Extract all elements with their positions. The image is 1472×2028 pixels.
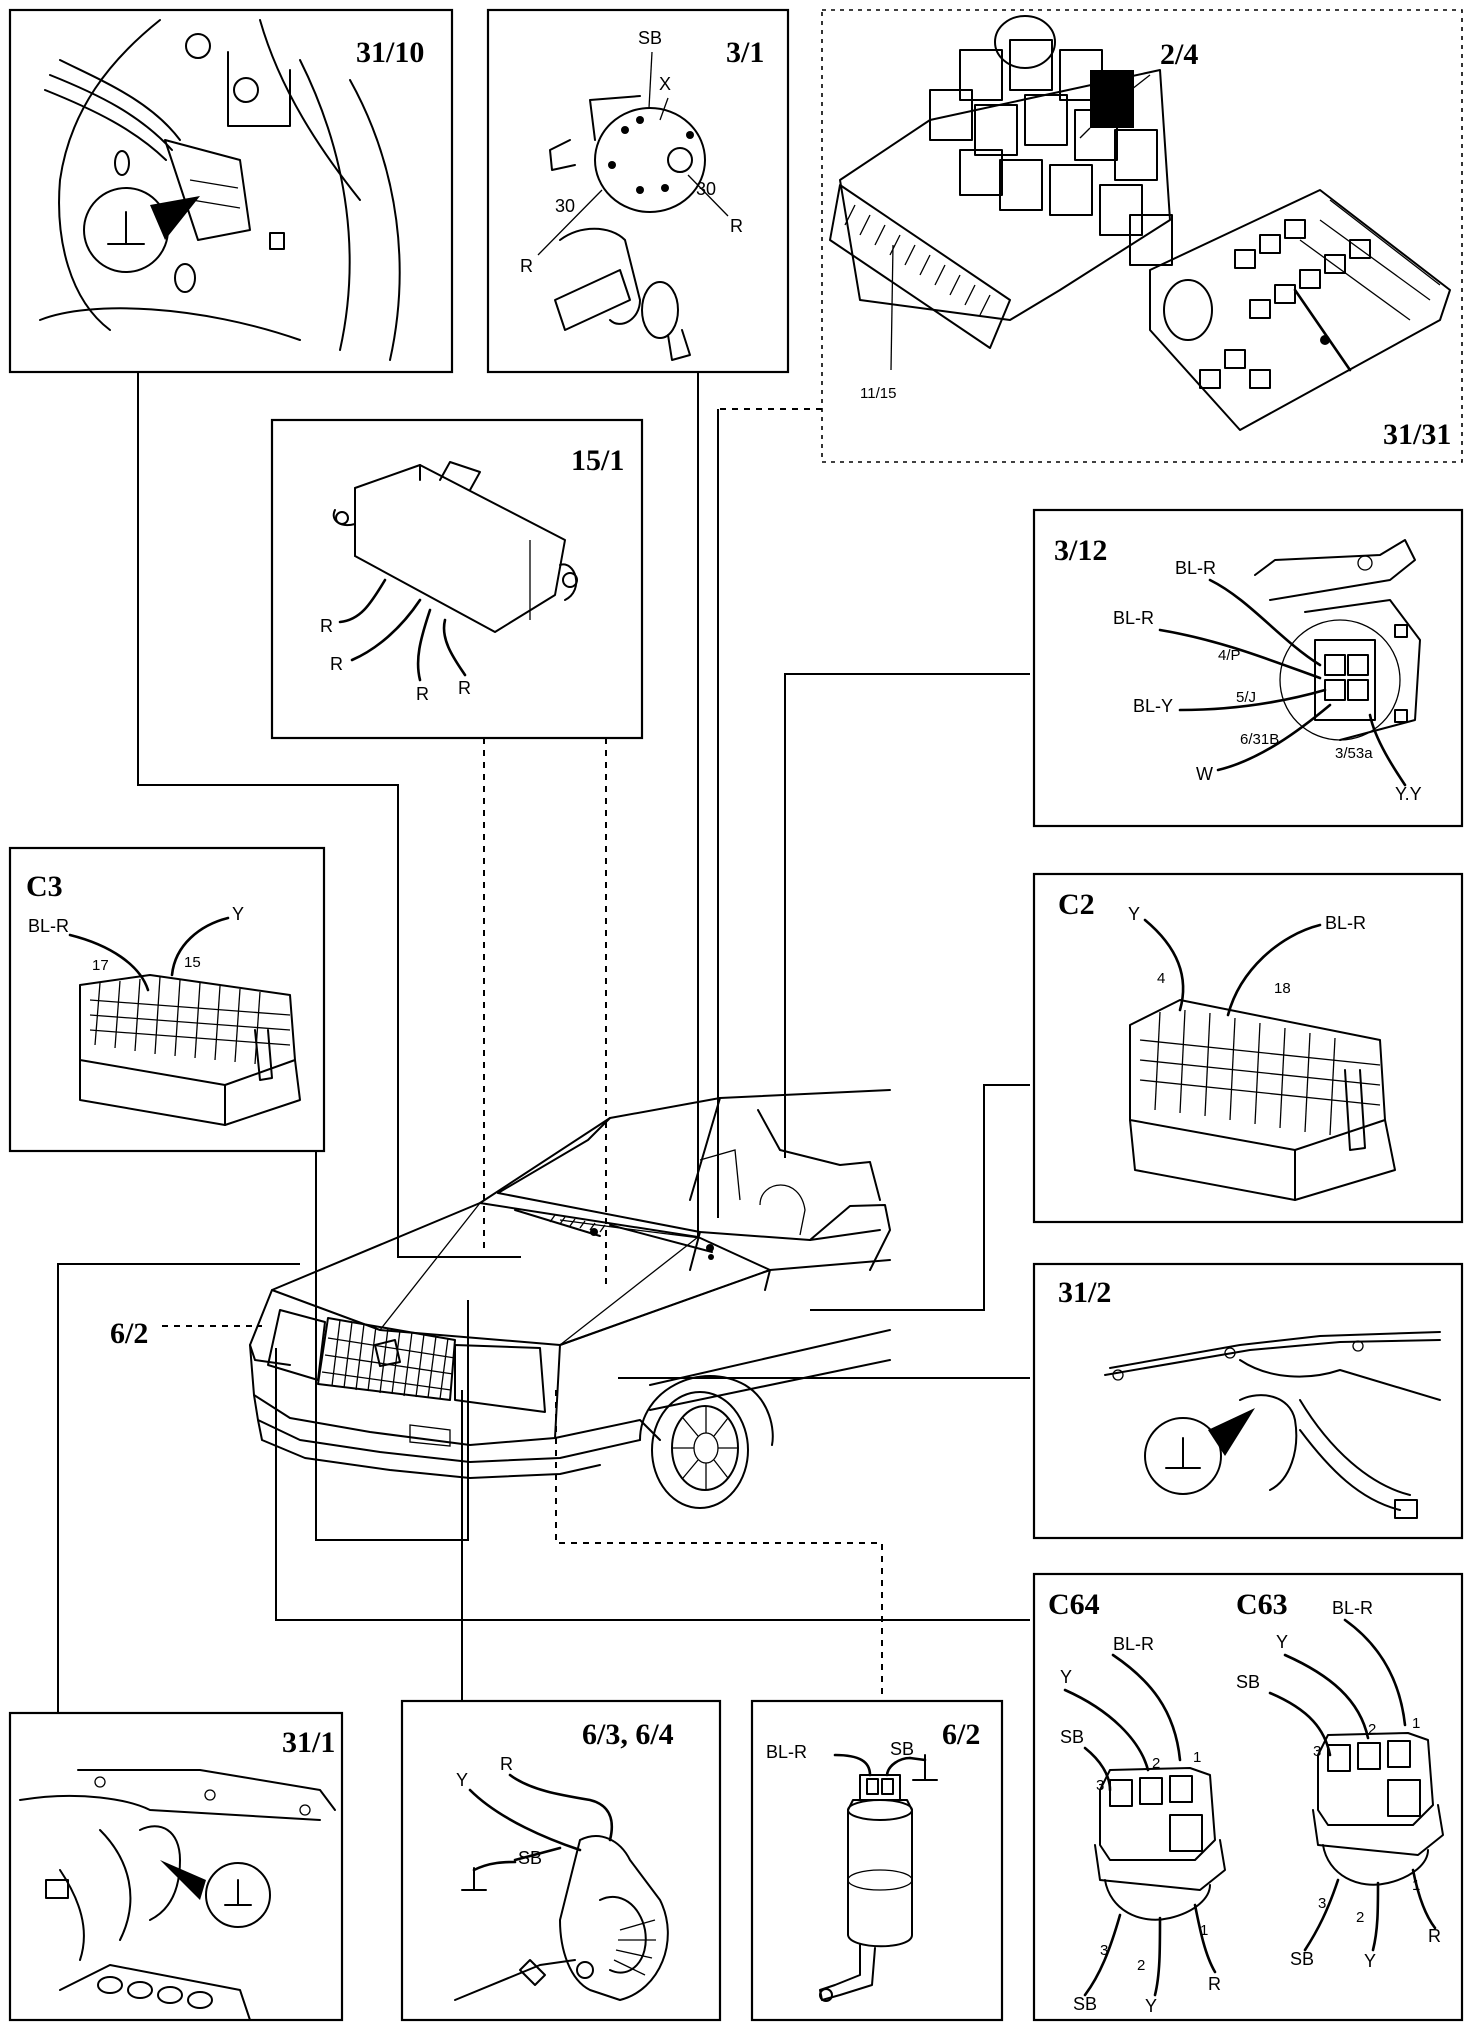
label-bl-r: BL-R	[1113, 1634, 1154, 1654]
label-y: Y	[1276, 1632, 1288, 1652]
label-15: 15	[184, 954, 201, 971]
label-18: 18	[1274, 980, 1291, 997]
label-r: R	[500, 1754, 513, 1774]
pin-1: 1	[1412, 1715, 1420, 1732]
label-30-left: 30	[555, 196, 575, 216]
panel-c64-c63: C64 BL-R Y SB 3 2 1 1 3 2 SB Y R	[1032, 1572, 1464, 2022]
label-r-right: R	[730, 216, 743, 236]
label-bl-r: BL-R	[1113, 608, 1154, 628]
panel-title: 3/12	[1054, 534, 1107, 567]
label-sb: SB	[890, 1739, 914, 1759]
label-r: R	[320, 616, 333, 636]
pin-2: 2	[1368, 1721, 1376, 1738]
panel-title: 2/4	[1160, 38, 1198, 71]
panel-3-12: 3/12 BL-R BL-R 4/P BL-Y 5/J 6/31B 3/53a …	[1032, 508, 1464, 828]
pin-1-bottom: 1	[1200, 1922, 1208, 1939]
label-sb: SB	[1236, 1672, 1260, 1692]
label-bl-r: BL-R	[28, 916, 69, 936]
label-sb: SB	[638, 28, 662, 48]
panel-6-3-6-4: 6/3, 6/4 Y R SB	[400, 1699, 722, 2022]
pin-3: 3	[1313, 1743, 1321, 1760]
pin-2: 2	[1152, 1755, 1160, 1772]
pin-3: 3	[1096, 1777, 1104, 1794]
label-r-left: R	[520, 256, 533, 276]
label-bl-y: BL-Y	[1133, 696, 1173, 716]
label-30-right: 30	[696, 179, 716, 199]
panel-title: 6/2	[942, 1718, 980, 1751]
panel-3-1: 3/1 SB X 30 30 R R	[486, 8, 790, 374]
label-y: Y	[1060, 1667, 1072, 1687]
panel-c2: C2 Y BL-R 4 18	[1032, 872, 1464, 1224]
panel-title: 31/10	[356, 36, 424, 69]
label-r: R	[330, 654, 343, 674]
label-x: X	[659, 74, 671, 94]
fuse-label: 11/15	[860, 385, 896, 402]
pin-1: 1	[1193, 1749, 1201, 1766]
panel-31-2: 31/2	[1032, 1262, 1464, 1540]
label-y: Y	[1128, 904, 1140, 924]
label-y: Y	[232, 904, 244, 924]
label-sb: SB	[1060, 1727, 1084, 1747]
label-17: 17	[92, 957, 109, 974]
panel-title: 31/1	[282, 1726, 335, 1759]
label-5j: 5/J	[1236, 689, 1256, 706]
label-sb-bottom: SB	[1290, 1949, 1314, 1969]
label-6-31b: 6/31B	[1240, 731, 1279, 748]
connection-lines	[57, 372, 1030, 1713]
label-4p: 4/P	[1218, 647, 1241, 664]
panel-title: C2	[1058, 888, 1095, 921]
label-w: W	[1196, 764, 1213, 784]
pin-3-bottom: 3	[1318, 1895, 1326, 1912]
connector-c64: C64 BL-R Y SB 3 2 1 1 3 2 SB Y R	[1048, 1588, 1226, 2016]
label-y-bottom: Y	[1364, 1951, 1376, 1971]
label-y-bottom: Y	[1145, 1996, 1157, 2016]
connector-title: C63	[1236, 1588, 1288, 1621]
pin-3-bottom: 3	[1100, 1942, 1108, 1959]
label-4: 4	[1157, 970, 1165, 987]
panel-title: 31/2	[1058, 1276, 1111, 1309]
panel-31-10: 31/10	[8, 8, 454, 374]
panel-6-2: 6/2 BL-R SB	[750, 1699, 1004, 2022]
label-r: R	[458, 678, 471, 698]
label-r-bottom: R	[1208, 1974, 1221, 1994]
panel-title: 3/1	[726, 36, 764, 69]
panel-31-1: 31/1	[8, 1711, 344, 2022]
pin-2-bottom: 2	[1137, 1957, 1145, 1974]
panel-title: 6/3, 6/4	[582, 1718, 674, 1751]
connector-title: C64	[1048, 1588, 1100, 1621]
connector-c63: C63 BL-R Y SB 3 2 1 1 3 2 SB Y R	[1236, 1588, 1444, 1971]
panel-title: 15/1	[571, 444, 624, 477]
label-r-bottom: R	[1428, 1926, 1441, 1946]
label-bl-r: BL-R	[1175, 558, 1216, 578]
label-3-53a: 3/53a	[1335, 745, 1373, 762]
label-r: R	[416, 684, 429, 704]
panel-15-1: 15/1 R R R R	[270, 418, 644, 740]
panel-c3: C3 BL-R Y 17 15	[8, 846, 326, 1153]
car-callout-label: 6/2	[110, 1317, 148, 1350]
label-bl-r: BL-R	[1332, 1598, 1373, 1618]
panel-title: C3	[26, 870, 63, 903]
label-sb: SB	[518, 1848, 542, 1868]
car-illustration	[249, 1089, 891, 1509]
panel-sub-title: 31/31	[1383, 418, 1451, 451]
panel-2-4: 2/4 31/31 11/15	[821, 9, 1463, 463]
label-bl-r: BL-R	[766, 1742, 807, 1762]
pin-2-bottom: 2	[1356, 1909, 1364, 1926]
label-y: Y	[456, 1770, 468, 1790]
label-y-y: Y.Y	[1395, 784, 1422, 804]
label-sb-bottom: SB	[1073, 1994, 1097, 2014]
label-bl-r: BL-R	[1325, 913, 1366, 933]
